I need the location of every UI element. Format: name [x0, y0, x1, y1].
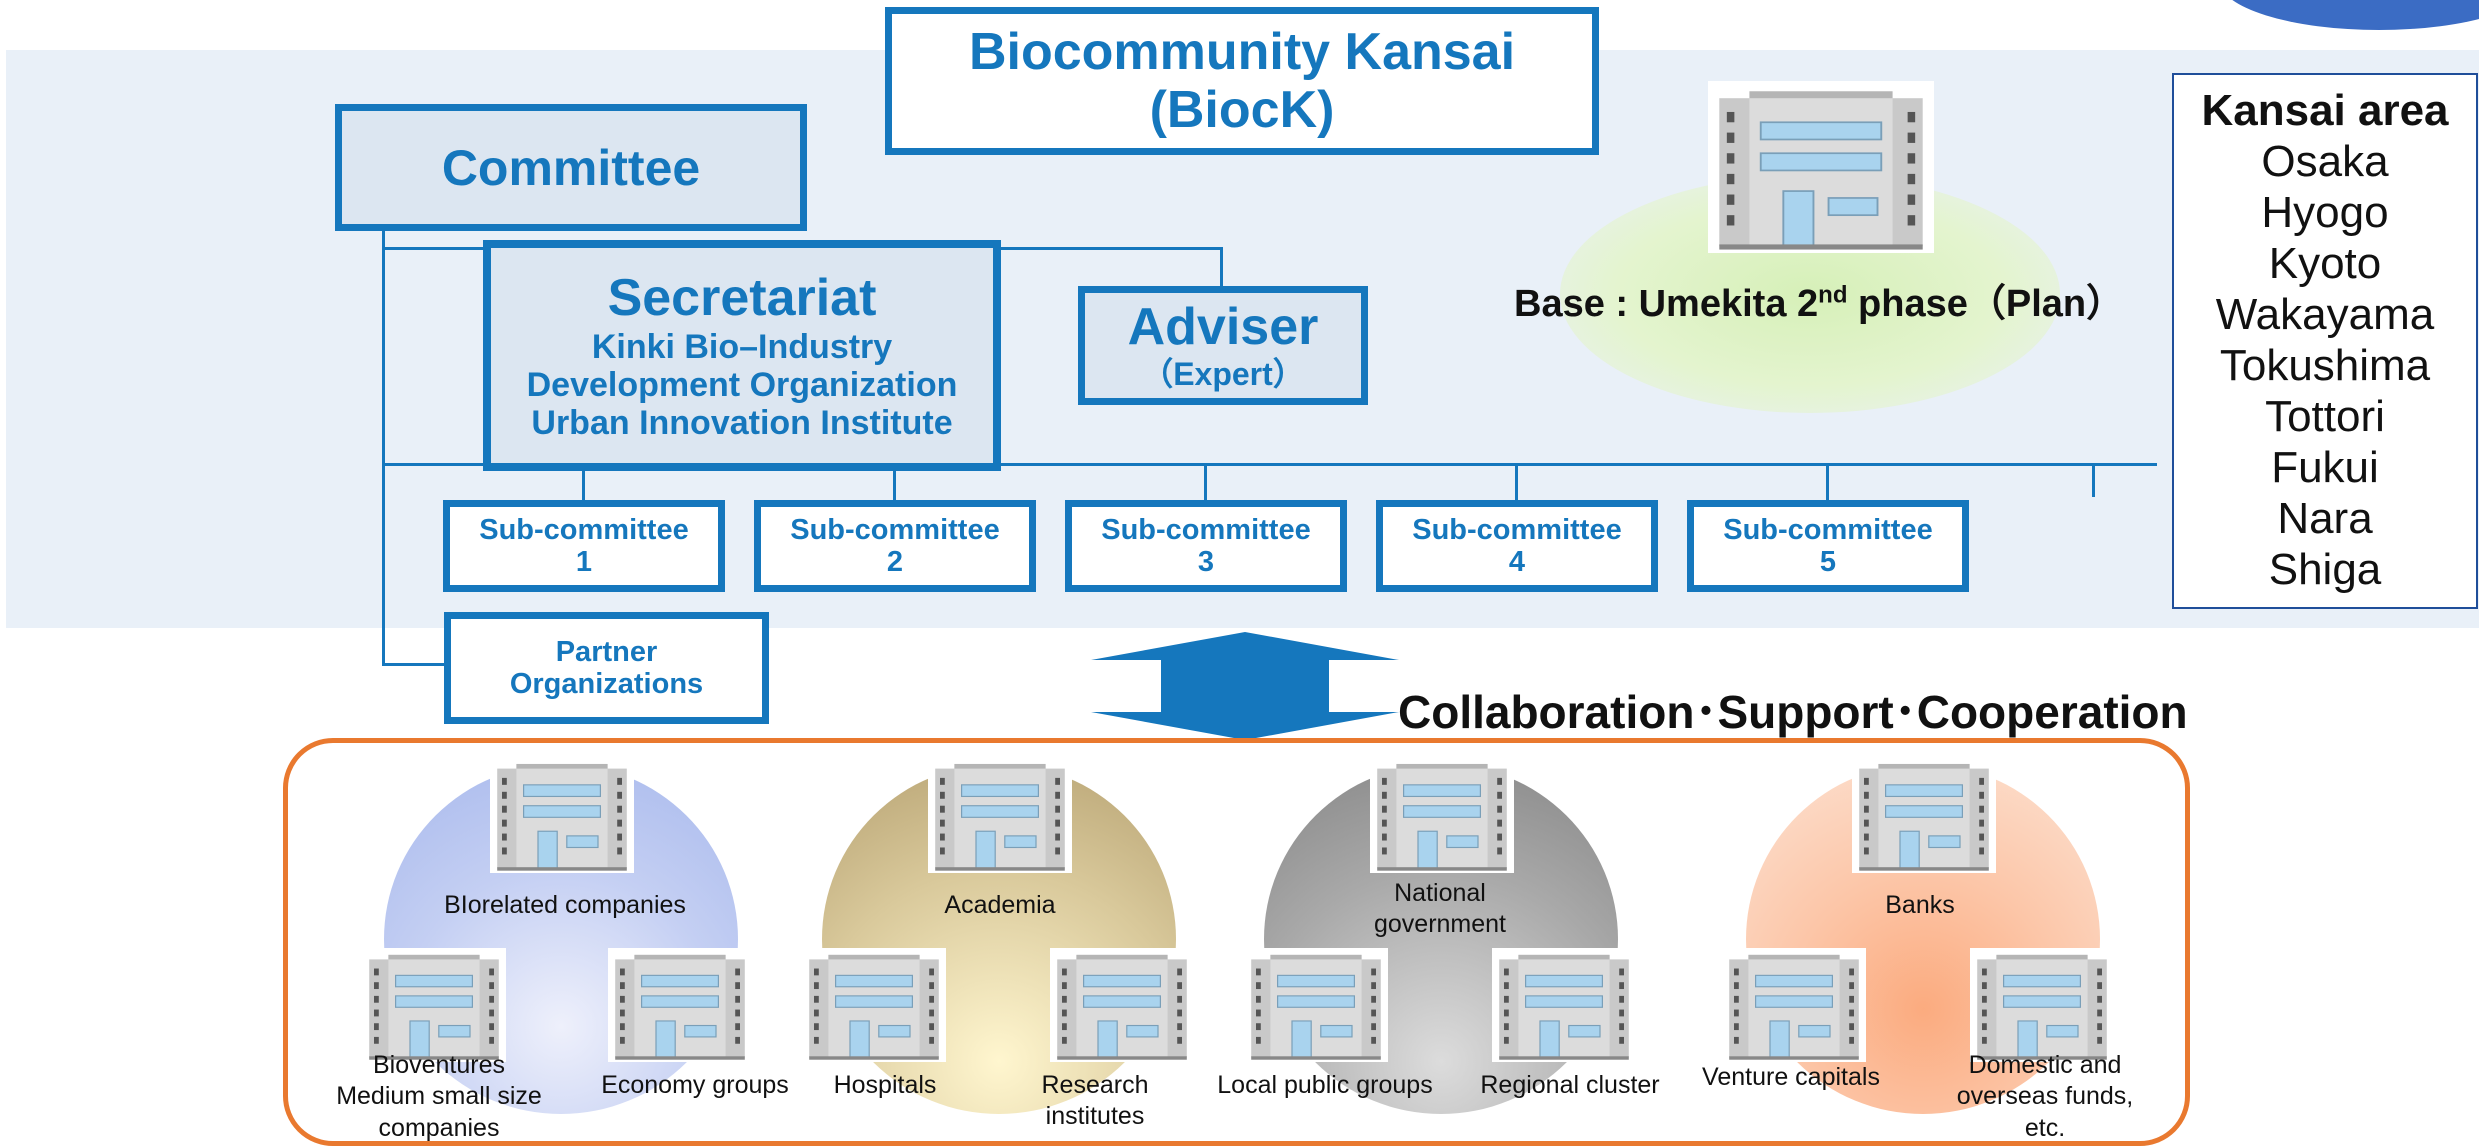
- title-box: Biocommunity Kansai (BiocK): [885, 7, 1599, 155]
- base-label: Base : Umekita 2nd phase（Plan）: [1514, 272, 2164, 327]
- group-1-center-label: BIorelated companies: [444, 891, 686, 919]
- kansai-item: Shiga: [2268, 545, 2382, 594]
- subcommittee-5: Sub-committee 5: [1687, 500, 1969, 592]
- subcommittee-1: Sub-committee 1: [443, 500, 725, 592]
- group-2-center-label: Academia: [944, 891, 1056, 919]
- adviser-title: Adviser: [1127, 298, 1319, 357]
- kansai-item: Fukui: [2271, 443, 2379, 492]
- committee-box: Committee: [335, 104, 807, 231]
- kansai-area-box: Kansai area Osaka Hyogo Kyoto Wakayama T…: [2172, 73, 2478, 609]
- base-label-prefix: Base : Umekita 2: [1514, 283, 1819, 325]
- kansai-item: Tottori: [2265, 392, 2385, 441]
- subcommittee-name: Sub-committee: [1101, 513, 1311, 546]
- connector-sub-1: [582, 463, 585, 503]
- building-icon: [1244, 948, 1388, 1062]
- building-icon: [1852, 757, 1996, 873]
- title-line-1: Biocommunity Kansai: [968, 22, 1516, 81]
- building-icon: [802, 948, 946, 1062]
- subcommittee-name: Sub-committee: [790, 513, 1000, 546]
- base-label-suffix: phase（Plan）: [1847, 283, 2125, 325]
- adviser-sub: （Expert）: [1141, 355, 1305, 392]
- connector-sub-5: [1826, 463, 1829, 503]
- subcommittee-number: 1: [575, 546, 593, 578]
- secretariat-line-2: Development Organization: [526, 365, 958, 404]
- kansai-title: Kansai area: [2201, 86, 2449, 135]
- building-icon: [1370, 757, 1514, 873]
- subcommittee-number: 5: [1819, 546, 1837, 578]
- group-4-center-label: Banks: [1885, 891, 1955, 919]
- kansai-item: Tokushima: [2219, 341, 2431, 390]
- kansai-item: Nara: [2277, 494, 2373, 543]
- building-icon: [1970, 948, 2114, 1062]
- base-label-sup: nd: [1818, 281, 1848, 309]
- collaboration-label: Collaboration･Support･Cooperation: [1398, 686, 2188, 738]
- group-3-right-label: Regional cluster: [1480, 1071, 1660, 1099]
- subcommittee-number: 3: [1197, 546, 1215, 578]
- group-3-left-label: Local public groups: [1217, 1071, 1433, 1099]
- building-icon: [928, 757, 1072, 873]
- connector-stub: [2092, 463, 2095, 497]
- connector-sub-4: [1515, 463, 1518, 503]
- building-icon: [362, 948, 506, 1062]
- corner-decoration: [2219, 0, 2479, 30]
- building-icon: [490, 757, 634, 873]
- title-line-2: (BiocK): [1149, 81, 1335, 139]
- building-icon: [1722, 948, 1866, 1062]
- group-2-right-label: Research institutes: [1041, 1071, 1149, 1131]
- adviser-box: Adviser （Expert）: [1078, 286, 1368, 405]
- subcommittee-3: Sub-committee 3: [1065, 500, 1347, 592]
- secretariat-title: Secretariat: [607, 269, 877, 328]
- subcommittee-number: 4: [1508, 546, 1526, 578]
- double-arrow-icon: [1091, 632, 1399, 740]
- secretariat-line-1: Kinki Bio–Industry: [591, 327, 893, 366]
- building-icon: [1492, 948, 1636, 1062]
- subcommittee-name: Sub-committee: [1412, 513, 1622, 546]
- connector-sub-3: [1204, 463, 1207, 503]
- subcommittee-name: Sub-committee: [479, 513, 689, 546]
- kansai-item: Kyoto: [2268, 239, 2382, 288]
- subcommittee-2: Sub-committee 2: [754, 500, 1036, 592]
- connector-subcommittee-bus: [382, 463, 2157, 466]
- secretariat-line-3: Urban Innovation Institute: [531, 403, 953, 442]
- secretariat-box: Secretariat Kinki Bio–Industry Developme…: [483, 240, 1001, 471]
- partner-line-1: Partner: [555, 635, 658, 668]
- subcommittee-4: Sub-committee 4: [1376, 500, 1658, 592]
- group-4-right-label: Domestic and overseas funds, etc.: [1956, 1051, 2134, 1142]
- kansai-item: Osaka: [2261, 137, 2389, 186]
- group-3-center-label: National government: [1373, 879, 1507, 939]
- connector-partner: [382, 663, 446, 666]
- subcommittee-name: Sub-committee: [1723, 513, 1933, 546]
- connector-left-vertical: [382, 230, 385, 665]
- partner-line-2: Organizations: [509, 668, 704, 700]
- connector-adviser: [1220, 247, 1223, 289]
- building-icon: [1050, 948, 1194, 1062]
- group-2-left-label: Hospitals: [833, 1071, 937, 1099]
- building-icon: [608, 948, 752, 1062]
- group-1-right-label: Economy groups: [601, 1071, 789, 1099]
- subcommittee-number: 2: [886, 546, 904, 578]
- connector-sub-2: [893, 463, 896, 503]
- kansai-item: Wakayama: [2215, 290, 2435, 339]
- partner-organizations-box: Partner Organizations: [444, 612, 769, 724]
- group-1-left-label: Bioventures Medium small size companies: [336, 1051, 542, 1142]
- kansai-item: Hyogo: [2261, 188, 2389, 237]
- committee-label: Committee: [441, 139, 701, 196]
- group-4-left-label: Venture capitals: [1702, 1063, 1880, 1091]
- base-building-icon: [1708, 81, 1934, 253]
